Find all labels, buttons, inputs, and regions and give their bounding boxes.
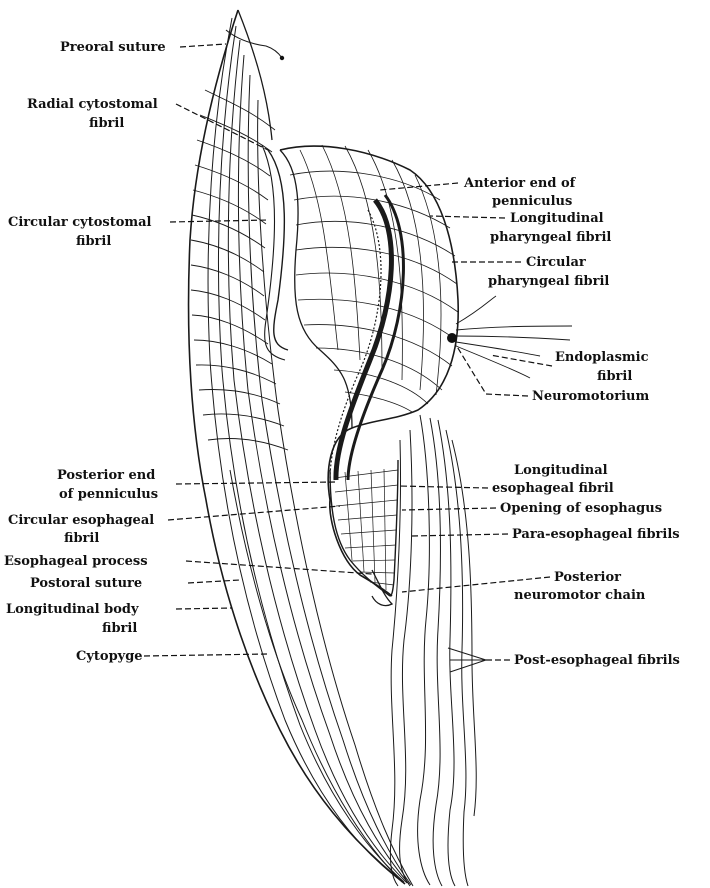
svg-text:fibril: fibril bbox=[76, 234, 111, 249]
cytostome-outline bbox=[268, 150, 288, 350]
svg-text:Circular esophageal: Circular esophageal bbox=[8, 513, 154, 528]
label-posterior-neuromotor-chain: Posterior neuromotor chain bbox=[402, 570, 646, 603]
label-endoplasmic-fibril: Endoplasmic fibril bbox=[490, 350, 649, 384]
svg-text:Preoral suture: Preoral suture bbox=[60, 40, 166, 55]
svg-text:Postoral suture: Postoral suture bbox=[30, 576, 142, 591]
endoplasmic-fibrils bbox=[456, 296, 572, 378]
label-para-esophageal-fibrils: Para-esophageal fibrils bbox=[412, 527, 680, 542]
svg-text:Opening of esophagus: Opening of esophagus bbox=[500, 501, 662, 516]
svg-text:Longitudinal: Longitudinal bbox=[510, 211, 604, 226]
svg-text:pharyngeal fibril: pharyngeal fibril bbox=[488, 274, 609, 289]
svg-text:fibril: fibril bbox=[597, 369, 632, 384]
svg-text:Esophageal process: Esophageal process bbox=[4, 554, 148, 569]
svg-text:Circular: Circular bbox=[526, 255, 586, 270]
label-circular-esophageal-fibril: Circular esophageal fibril bbox=[8, 506, 340, 546]
svg-text:of penniculus: of penniculus bbox=[59, 487, 158, 502]
label-opening-of-esophagus: Opening of esophagus bbox=[402, 501, 662, 516]
svg-text:Endoplasmic: Endoplasmic bbox=[555, 350, 649, 365]
svg-text:Neuromotorium: Neuromotorium bbox=[532, 389, 649, 404]
label-longitudinal-esophageal-fibril: Longitudinal esophageal fibril bbox=[398, 463, 614, 496]
esophagus bbox=[330, 460, 398, 606]
label-esophageal-process: Esophageal process bbox=[4, 554, 372, 574]
svg-text:Anterior end of: Anterior end of bbox=[463, 176, 577, 191]
svg-text:esophageal fibril: esophageal fibril bbox=[492, 481, 614, 496]
svg-text:pharyngeal fibril: pharyngeal fibril bbox=[490, 230, 611, 245]
organism-illustration bbox=[189, 10, 572, 886]
svg-text:Longitudinal body: Longitudinal body bbox=[6, 602, 139, 617]
svg-text:fibril: fibril bbox=[102, 621, 137, 636]
pharynx bbox=[280, 145, 458, 596]
svg-text:fibril: fibril bbox=[64, 531, 99, 546]
penniculus bbox=[330, 195, 403, 480]
label-cytopyge: Cytopyge bbox=[76, 649, 268, 664]
label-longitudinal-body-fibril: Longitudinal body fibril bbox=[6, 602, 232, 636]
annotations: Preoral suture Radial cytostomal fibril … bbox=[4, 40, 680, 672]
pharynx-outline bbox=[280, 146, 458, 596]
svg-text:Posterior end: Posterior end bbox=[57, 468, 155, 483]
svg-text:Posterior: Posterior bbox=[554, 570, 621, 585]
svg-text:Para-esophageal fibrils: Para-esophageal fibrils bbox=[512, 527, 680, 542]
svg-text:Cytopyge: Cytopyge bbox=[76, 649, 143, 664]
svg-text:penniculus: penniculus bbox=[492, 194, 572, 209]
svg-text:Circular cytostomal: Circular cytostomal bbox=[8, 215, 152, 230]
longitudinal-body-fibrils bbox=[208, 18, 413, 886]
label-longitudinal-pharyngeal-fibril: Longitudinal pharyngeal fibril bbox=[430, 211, 611, 245]
label-post-esophageal-fibrils: Post-esophageal fibrils bbox=[448, 648, 680, 672]
svg-text:Longitudinal: Longitudinal bbox=[514, 463, 608, 478]
svg-text:Post-esophageal fibrils: Post-esophageal fibrils bbox=[514, 653, 680, 668]
body-outline-left bbox=[189, 10, 405, 884]
label-posterior-end-of-penniculus: Posterior end of penniculus bbox=[57, 468, 336, 502]
label-postoral-suture: Postoral suture bbox=[30, 576, 240, 591]
svg-text:Radial cytostomal: Radial cytostomal bbox=[27, 97, 158, 112]
label-preoral-suture: Preoral suture bbox=[60, 40, 226, 55]
svg-text:fibril: fibril bbox=[89, 116, 124, 131]
svg-text:neuromotor chain: neuromotor chain bbox=[514, 588, 646, 603]
label-circular-cytostomal-fibril: Circular cytostomal fibril bbox=[8, 215, 268, 249]
body-outline-right-edge bbox=[238, 10, 272, 140]
label-circular-pharyngeal-fibril: Circular pharyngeal fibril bbox=[450, 255, 609, 289]
neuromotorium-body bbox=[447, 333, 457, 343]
label-anterior-end-of-penniculus: Anterior end of penniculus bbox=[380, 176, 577, 209]
